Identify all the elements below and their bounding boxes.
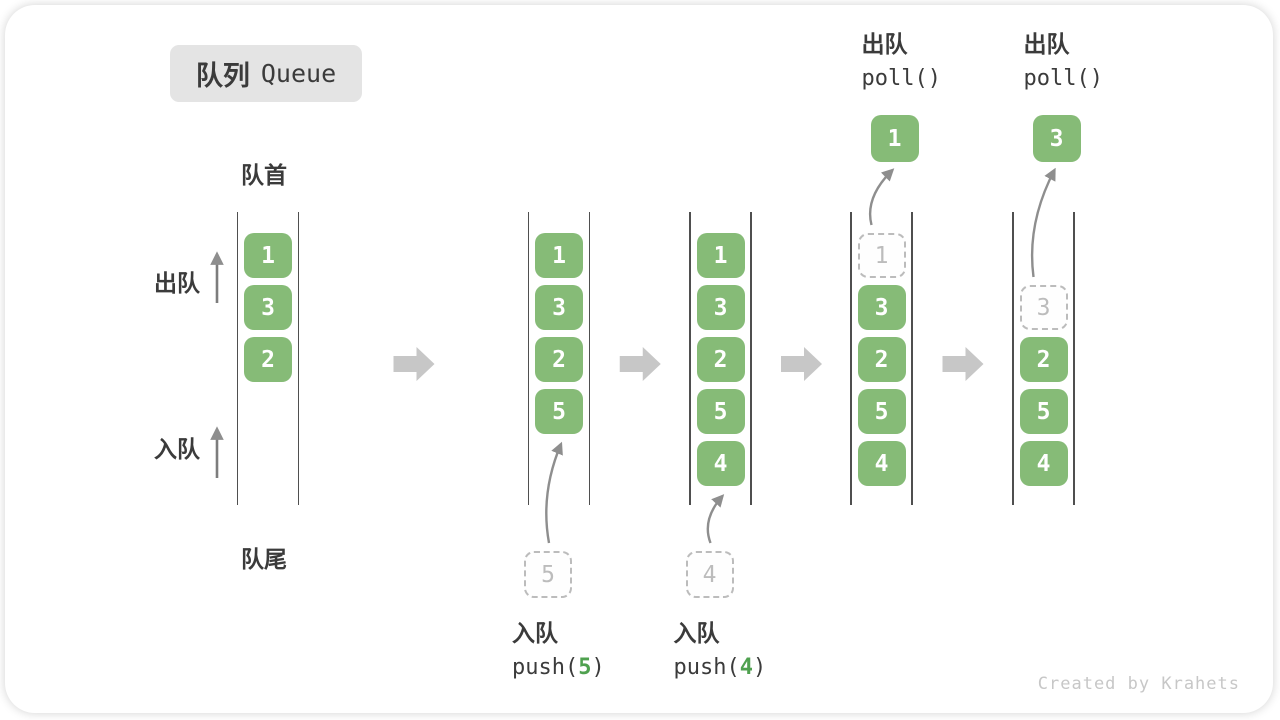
queue-cell: 3 xyxy=(857,285,906,330)
queue-wall-right xyxy=(297,212,300,505)
queue-cell-removed: 3 xyxy=(1019,285,1068,330)
queue-cell: 3 xyxy=(244,285,292,330)
op-label-zh: 出队 xyxy=(861,32,908,58)
staged-element-box: 4 xyxy=(685,551,734,598)
label-queue-front: 队首 xyxy=(241,163,287,189)
op-code: poll() xyxy=(861,66,941,91)
op-code-arg: 5 xyxy=(578,655,592,680)
title-en: Queue xyxy=(260,59,337,88)
diagram-card xyxy=(5,5,1273,713)
op-code: push(4) xyxy=(674,651,767,685)
queue-cell: 2 xyxy=(696,337,745,382)
title-zh: 队列 xyxy=(195,61,250,92)
queue-cell: 4 xyxy=(1019,441,1068,486)
queue-cell: 5 xyxy=(1019,389,1068,434)
queue-wall-left xyxy=(236,212,239,505)
queue-cell: 3 xyxy=(696,285,745,330)
staged-element-box: 5 xyxy=(524,551,572,598)
label-enqueue: 入队 xyxy=(154,437,200,463)
enqueue-op-label: 入队 push(5) xyxy=(512,617,605,685)
op-code: push(5) xyxy=(512,651,605,685)
queue-cell: 1 xyxy=(696,233,745,278)
dequeue-op-label: 出队 poll() xyxy=(1024,28,1103,96)
label-dequeue: 出队 xyxy=(154,271,200,297)
op-label-zh: 入队 xyxy=(512,621,558,647)
title-badge: 队列 Queue xyxy=(170,45,362,102)
label-queue-rear: 队尾 xyxy=(241,547,287,573)
queue-wall-right xyxy=(588,212,591,505)
queue-wall-left xyxy=(1012,212,1014,505)
enqueue-op-label: 入队 push(4) xyxy=(674,617,767,685)
queue-cell: 4 xyxy=(696,441,745,486)
queue-cell: 3 xyxy=(535,285,583,330)
op-code-text: push( xyxy=(673,655,740,680)
dequeue-op-label: 出队 poll() xyxy=(862,28,941,96)
queue-cell: 5 xyxy=(857,389,906,434)
popped-element-box: 3 xyxy=(1032,115,1081,162)
queue-cell: 1 xyxy=(244,233,292,278)
op-code: poll() xyxy=(1023,66,1103,91)
op-code-text: push( xyxy=(512,655,579,680)
queue-cell: 5 xyxy=(535,389,583,434)
op-code-text: ) xyxy=(591,655,605,680)
queue-cell: 4 xyxy=(857,441,906,486)
queue-wall-right xyxy=(1073,212,1075,505)
queue-cell: 2 xyxy=(244,337,292,382)
queue-wall-left xyxy=(850,212,852,505)
queue-cell: 5 xyxy=(696,389,745,434)
op-code-arg: 4 xyxy=(739,655,753,680)
queue-cell: 1 xyxy=(535,233,583,278)
queue-wall-left xyxy=(689,212,691,505)
queue-cell-removed: 1 xyxy=(857,233,906,278)
queue-cell: 2 xyxy=(857,337,906,382)
popped-element-box: 1 xyxy=(870,115,919,162)
op-label-zh: 入队 xyxy=(673,621,720,647)
op-code-text: ) xyxy=(752,655,767,680)
queue-wall-right xyxy=(750,212,752,505)
queue-cell: 2 xyxy=(535,337,583,382)
op-label-zh: 出队 xyxy=(1023,32,1070,58)
queue-cell: 2 xyxy=(1019,337,1068,382)
queue-wall-right xyxy=(911,212,913,505)
queue-wall-left xyxy=(527,212,530,505)
watermark: Created by Krahets xyxy=(1037,674,1240,694)
